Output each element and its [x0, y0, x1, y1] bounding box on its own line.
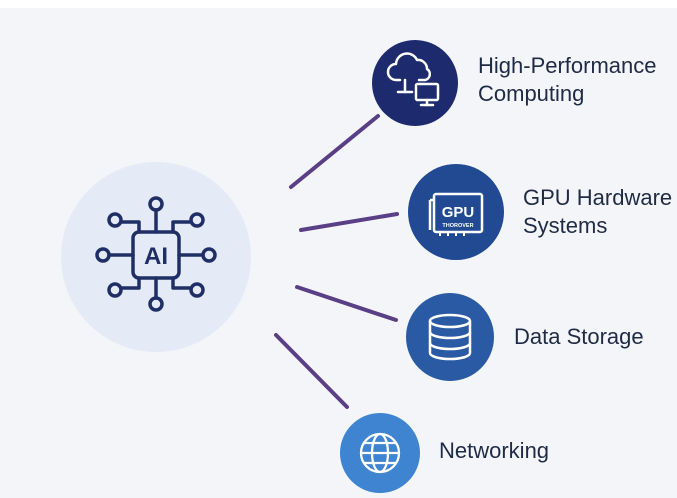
label-hpc-line-2: Computing — [478, 81, 585, 106]
gpu-icon-subtext: THOROVER — [442, 223, 473, 229]
label-hpc-line-1: High-Performance — [478, 53, 657, 78]
label-network: Networking — [439, 437, 549, 465]
label-storage-line-1: Data Storage — [514, 324, 644, 349]
gpu-card-icon: GPU THOROVER — [428, 192, 484, 236]
ai-chip-icon: AI — [95, 196, 217, 312]
label-gpu: GPU Hardware Systems — [523, 184, 672, 240]
connector-hpc — [289, 114, 380, 189]
gpu-icon-text: GPU — [442, 204, 475, 221]
node-storage — [406, 293, 494, 381]
connector-network — [274, 333, 349, 409]
connector-gpu — [299, 212, 399, 232]
hub-label: AI — [144, 243, 168, 270]
database-icon — [428, 313, 472, 361]
label-gpu-line-1: GPU Hardware — [523, 185, 673, 210]
node-hpc — [372, 40, 458, 126]
globe-icon — [359, 432, 401, 474]
label-storage: Data Storage — [514, 323, 644, 351]
cloud-computer-icon — [386, 52, 440, 107]
ai-hub: AI — [61, 162, 251, 352]
label-gpu-line-2: Systems — [523, 213, 608, 238]
label-network-line-1: Networking — [439, 438, 550, 463]
node-gpu: GPU THOROVER — [408, 164, 504, 260]
top-strip — [0, 0, 677, 8]
node-network — [340, 413, 420, 493]
connector-storage — [295, 285, 398, 322]
label-hpc: High-Performance Computing — [478, 52, 657, 108]
